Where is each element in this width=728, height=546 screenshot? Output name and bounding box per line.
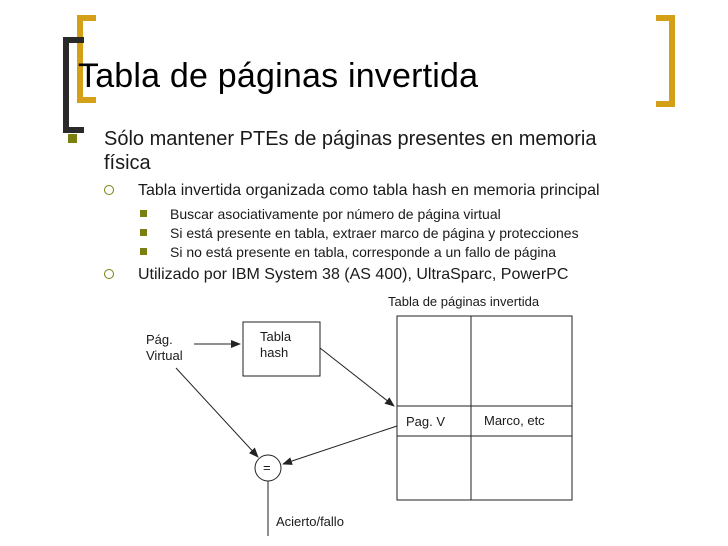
bullet-level2-usage: Utilizado por IBM System 38 (AS 400), Ul… [138,266,569,283]
bullet-square-small-icon [140,210,147,217]
bullet-level3-present: Si está presente en tabla, extraer marco… [170,225,579,241]
bullet-square-small-icon [140,248,147,255]
bullet-level3-search: Buscar asociativamente por número de pág… [170,206,501,222]
bullet-level1-line1: Sólo mantener PTEs de páginas presentes … [104,128,597,150]
bullet-circle-icon [104,185,114,195]
bullet-square-icon [68,134,77,143]
hash-table-label-line2: hash [260,345,289,360]
result-label: Acierto/fallo [276,514,344,529]
inverted-table-label: Tabla de páginas invertida [388,294,540,309]
bullet-circle-icon [104,269,114,279]
compare-symbol: = [263,460,271,475]
pag-virtual-label-line2: Virtual [146,348,183,363]
page-title: Tabla de páginas invertida [78,57,479,95]
arrow-table-to-compare [282,425,398,465]
pag-virtual-label-line1: Pág. [146,332,173,347]
inverted-table-row [396,405,573,437]
bullet-square-small-icon [140,229,147,236]
col-pag-v: Pag. V [406,414,446,429]
arrow-virtual-to-compare [175,367,259,458]
hash-table-label-line1: Tabla [260,329,292,344]
hash-table-box [242,321,321,377]
bullet-level1-line2: física [104,152,151,174]
bullet-level3-absent: Si no está presente en tabla, correspond… [170,244,557,260]
arrow-hash-to-table [319,347,395,407]
col-marco: Marco, etc [484,413,545,428]
bullet-level2-hash: Tabla invertida organizada como tabla ha… [138,182,600,199]
